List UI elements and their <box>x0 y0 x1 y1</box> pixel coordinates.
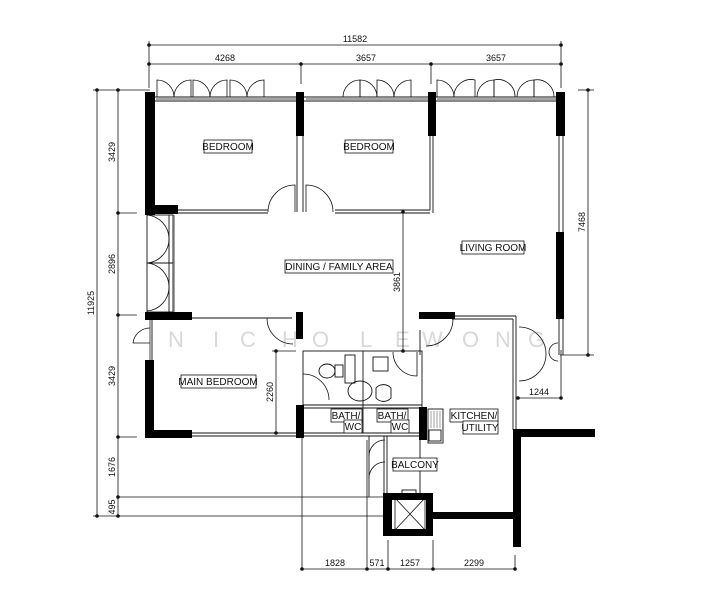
svg-text:C: C <box>240 327 256 352</box>
thick-walls <box>145 92 595 547</box>
label-bath-wc-2: BATH/ WC <box>376 408 410 434</box>
svg-text:BATH/: BATH/ <box>378 411 407 422</box>
sink-hatch <box>430 411 441 428</box>
svg-text:I: I <box>213 327 219 352</box>
dim-top-seg-3: 3657 <box>486 53 506 63</box>
svg-text:G: G <box>528 327 545 352</box>
dimension-labels: 11582 4268 3657 3657 11925 3429 2896 342… <box>86 34 587 568</box>
dimension-lines <box>93 41 594 570</box>
svg-text:WC: WC <box>392 422 409 433</box>
dim-bottom-seg-4: 2299 <box>464 558 484 568</box>
svg-text:MAIN BEDROOM: MAIN BEDROOM <box>178 377 257 388</box>
dim-top-seg-1: 4268 <box>215 53 235 63</box>
svg-text:L: L <box>360 327 372 352</box>
dim-main-bed-depth: 2260 <box>265 382 275 402</box>
svg-text:H: H <box>282 327 298 352</box>
dim-left-seg-4: 1676 <box>107 457 117 477</box>
svg-text:W: W <box>422 327 443 352</box>
svg-text:BATH/: BATH/ <box>332 411 361 422</box>
label-living-room: LIVING ROOM <box>460 240 527 255</box>
svg-text:KITCHEN/: KITCHEN/ <box>451 411 498 422</box>
label-dining-family: DINING / FAMILY AREA <box>284 259 394 274</box>
dim-top-total: 11582 <box>343 34 367 44</box>
svg-text:BEDROOM: BEDROOM <box>202 142 254 153</box>
dim-left-seg-2: 2896 <box>107 254 117 274</box>
label-bedroom-1: BEDROOM <box>202 139 254 154</box>
svg-text:DINING / FAMILY AREA: DINING / FAMILY AREA <box>285 262 393 273</box>
dimension-ticks <box>95 43 590 571</box>
dim-top-seg-2: 3657 <box>356 53 376 63</box>
svg-text:O: O <box>462 327 479 352</box>
dim-entry-width: 1244 <box>529 387 549 397</box>
svg-text:UTILITY: UTILITY <box>461 423 499 434</box>
watermark: N I C H O L E W O N G <box>168 327 545 352</box>
label-balcony: BALCONY <box>391 457 439 472</box>
window-sashes <box>149 98 556 360</box>
svg-text:O: O <box>312 327 329 352</box>
label-bath-wc-1: BATH/ WC <box>330 408 363 434</box>
dim-bottom-seg-3: 1257 <box>400 558 420 568</box>
dim-left-seg-1: 3429 <box>107 142 117 162</box>
door-swings <box>132 79 559 531</box>
label-bedroom-2: BEDROOM <box>343 139 395 154</box>
dim-bottom-seg-2: 571 <box>369 558 384 568</box>
dim-dining-depth: 3861 <box>392 272 402 292</box>
dim-left-seg-5: 495 <box>107 499 117 514</box>
thin-walls <box>146 96 564 498</box>
dim-right-living: 7468 <box>577 212 587 232</box>
dim-bottom-seg-1: 1828 <box>325 558 345 568</box>
svg-text:BEDROOM: BEDROOM <box>343 142 395 153</box>
svg-text:LIVING ROOM: LIVING ROOM <box>460 243 527 254</box>
label-kitchen-utility: KITCHEN/ UTILITY <box>449 408 499 435</box>
svg-text:N: N <box>495 327 511 352</box>
dim-left-total: 11925 <box>86 291 96 315</box>
svg-text:BALCONY: BALCONY <box>391 460 439 471</box>
dim-left-seg-3: 3429 <box>107 366 117 386</box>
svg-text:E: E <box>395 327 410 352</box>
svg-text:N: N <box>168 327 184 352</box>
svg-text:WC: WC <box>345 422 362 433</box>
label-main-bedroom: MAIN BEDROOM <box>178 374 258 389</box>
room-labels: BEDROOM BEDROOM LIVING ROOM DINING / FAM… <box>178 139 527 472</box>
